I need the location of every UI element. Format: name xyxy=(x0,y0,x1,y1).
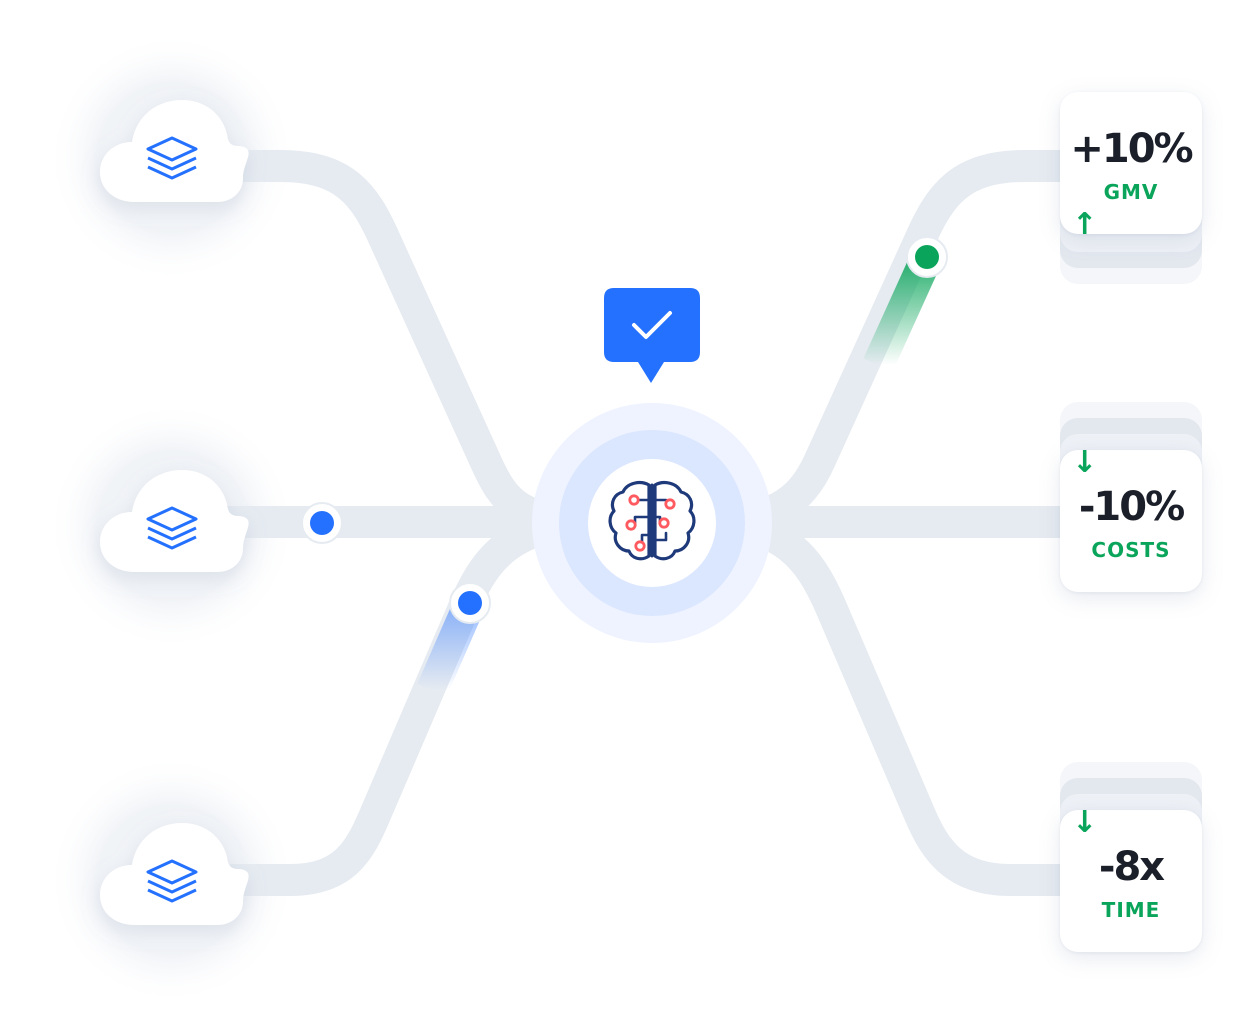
metric-card-gmv: +10% GMV ↑ xyxy=(1060,92,1202,240)
cloud-shape xyxy=(100,470,249,572)
metric-value: -10% xyxy=(1078,484,1185,530)
source-cloud-3 xyxy=(100,823,249,925)
metric-value: -8x xyxy=(1098,844,1165,890)
progress-dot-bottom-left xyxy=(449,582,491,624)
arrow-down-icon: ↓ xyxy=(1072,805,1098,840)
cloud-shape xyxy=(100,100,249,202)
checkmark-icon xyxy=(632,311,672,339)
progress-dot-middle-left xyxy=(301,502,343,544)
source-cloud-1 xyxy=(100,100,249,202)
metric-label: GMV xyxy=(1103,180,1159,204)
arrow-down-icon: ↓ xyxy=(1072,445,1098,480)
layers-icon xyxy=(146,136,198,180)
layers-icon xyxy=(146,506,198,550)
brain-circuit-icon xyxy=(608,481,696,561)
metric-label: TIME xyxy=(1101,898,1161,922)
source-cloud-2 xyxy=(100,470,249,572)
progress-dot-top-right xyxy=(906,236,948,278)
metric-card-time: -8x TIME xyxy=(1060,810,1202,952)
arrow-up-icon: ↑ xyxy=(1072,207,1098,242)
layers-icon xyxy=(146,859,198,903)
cloud-shape xyxy=(100,823,249,925)
metric-card-costs: -10% COSTS xyxy=(1060,450,1202,592)
metric-value: +10% xyxy=(1070,126,1193,172)
approved-badge xyxy=(604,288,700,383)
metric-label: COSTS xyxy=(1091,538,1171,562)
